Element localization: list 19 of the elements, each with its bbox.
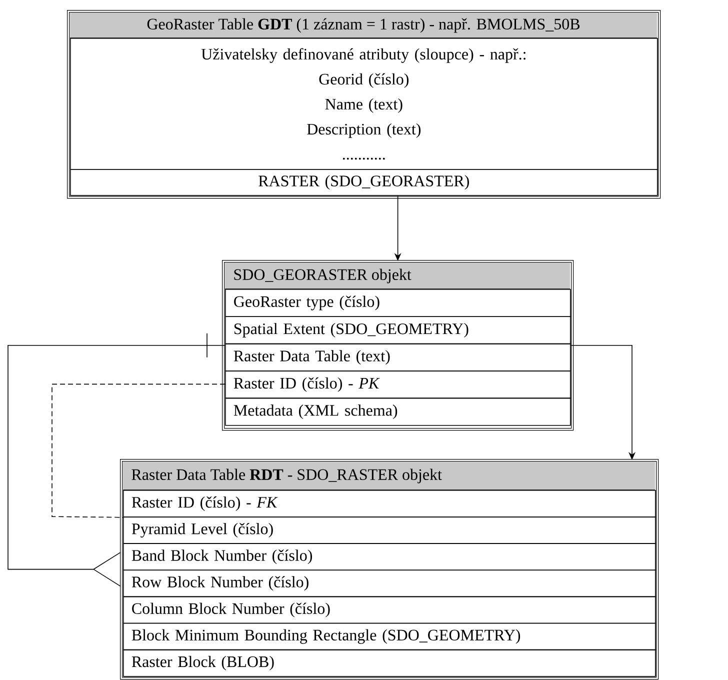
table-row: Block Minimum Bounding Rectangle (SDO_GEOMETRY) — [123, 622, 656, 650]
table-row: Spatial Extent (SDO_GEOMETRY) — [225, 316, 571, 344]
table-row: Row Block Number (číslo) — [123, 570, 656, 598]
table-row: GeoRaster type (číslo) — [225, 289, 571, 317]
table-row: Pyramid Level (číslo) — [123, 516, 656, 544]
dashed-line — [52, 384, 226, 518]
table-row: RASTER (SDO_GEORASTER) — [70, 169, 658, 196]
table-row: Raster Block (BLOB) — [123, 649, 656, 677]
relationship-line — [8, 333, 226, 587]
table-row: Column Block Number (číslo) — [123, 596, 656, 624]
header-row: SDO_GEORASTER objekt — [224, 263, 570, 290]
table-row: Band Block Number (číslo) — [123, 543, 656, 571]
header-row: GeoRaster Table GDT (1 záznam = 1 rastr) - např. BMOLMS_50B — [70, 13, 658, 38]
table-row: Uživatelsky definované atributy (sloupce) - např.: Georid (číslo) Name (text) Description (text) ........... — [70, 38, 658, 170]
header-row: Raster Data Table RDT - SDO_RASTER objekt — [122, 462, 656, 490]
table-row: Raster ID (číslo) - FK — [123, 490, 656, 518]
table-row: Metadata (XML schema) — [225, 398, 571, 426]
table-row: Raster Data Table (text) — [225, 343, 571, 372]
table-row: Raster ID (číslo) - PK — [225, 370, 571, 399]
